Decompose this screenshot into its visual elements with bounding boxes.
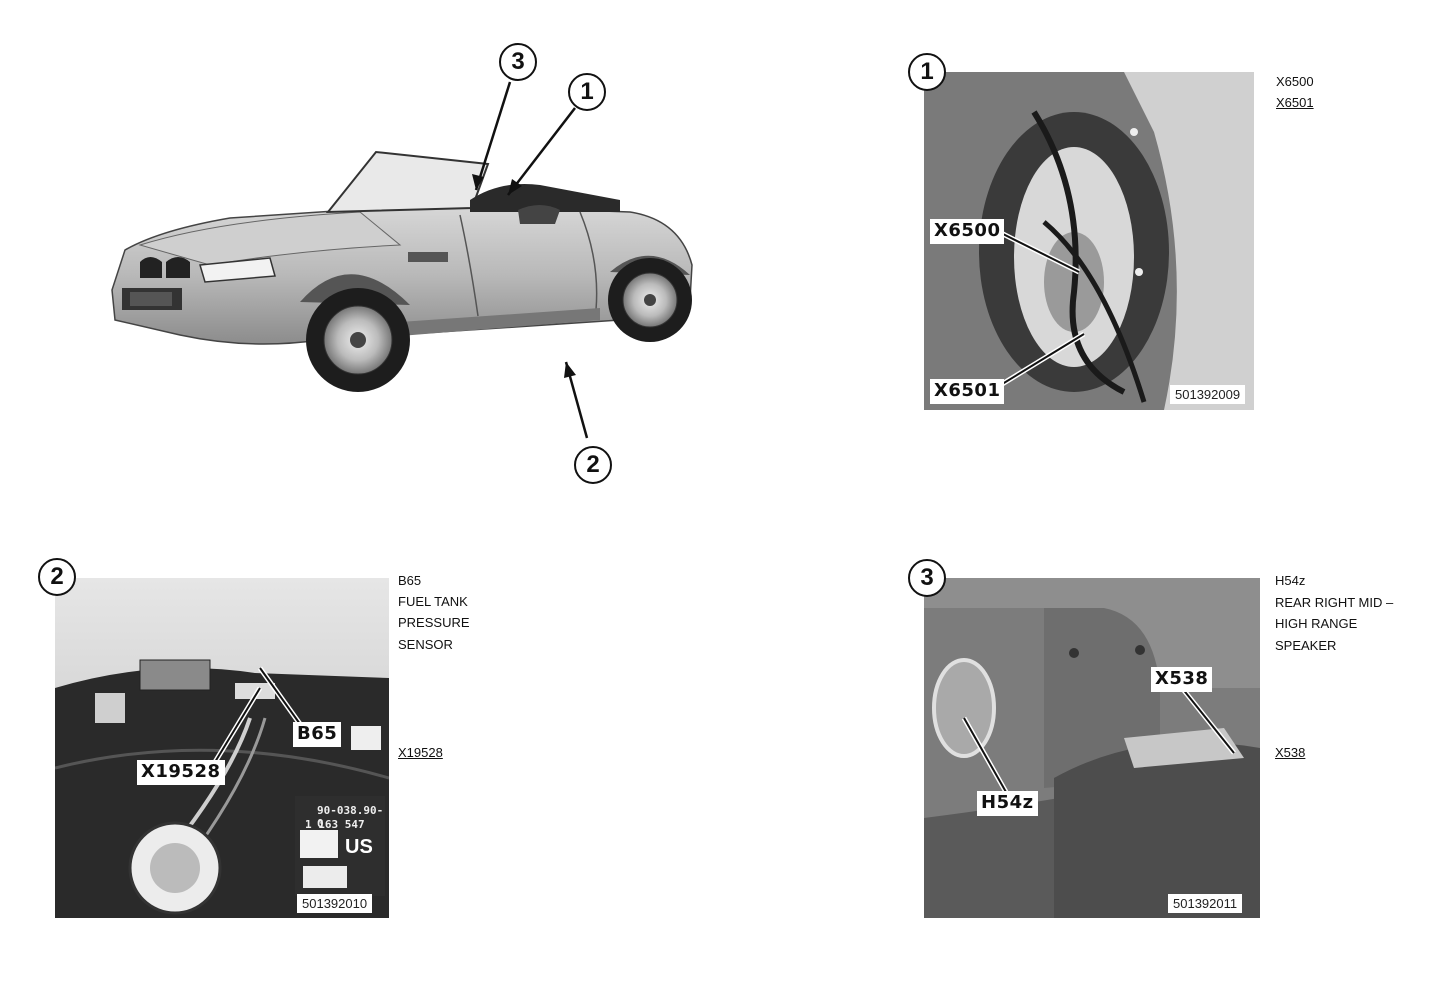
side-desc-rear-right: REAR RIGHT MID – bbox=[1275, 595, 1394, 610]
photo-panel-3 bbox=[924, 578, 1260, 918]
tag-h54z: H54z bbox=[977, 791, 1038, 816]
car-overview bbox=[100, 40, 720, 490]
callout-3-panel: 3 bbox=[908, 559, 946, 597]
tag-x19528: X19528 bbox=[137, 760, 225, 785]
tag-x6501: X6501 bbox=[930, 379, 1005, 404]
figure-number-2: 501392010 bbox=[297, 894, 373, 913]
side-desc-h54z: H54z bbox=[1275, 573, 1306, 588]
side-label-x6501: X6501 bbox=[1276, 95, 1314, 110]
tag-x538: X538 bbox=[1151, 667, 1213, 692]
side-ref-x538: X538 bbox=[1275, 745, 1306, 760]
sticker-us: US bbox=[345, 836, 373, 858]
side-desc-b65: B65 bbox=[398, 573, 422, 588]
callout-1-panel: 1 bbox=[908, 53, 946, 91]
side-ref-x19528: X19528 bbox=[398, 745, 443, 760]
sticker-line-2: 1 163 547 bbox=[305, 818, 365, 831]
side-desc-speaker: SPEAKER bbox=[1275, 638, 1337, 653]
photo-panel-2: 90-038.90-0 1 163 547 US bbox=[55, 578, 389, 918]
figure-number-3: 501392011 bbox=[1168, 894, 1243, 913]
side-desc-high-range: HIGH RANGE bbox=[1275, 616, 1358, 631]
side-desc-sensor: SENSOR bbox=[398, 637, 453, 652]
callout-2-overview: 2 bbox=[574, 446, 612, 484]
figure-number-1: 501392009 bbox=[1170, 385, 1246, 404]
side-desc-pressure: PRESSURE bbox=[398, 615, 470, 630]
callout-3-overview: 3 bbox=[499, 43, 537, 81]
side-label-x6500: X6500 bbox=[1276, 74, 1314, 89]
callout-1-overview: 1 bbox=[568, 73, 606, 111]
side-desc-fuel-tank: FUEL TANK bbox=[398, 594, 468, 609]
sticker-line-1: 90-038.90-0 bbox=[317, 804, 384, 830]
tag-b65: B65 bbox=[293, 722, 342, 747]
callout-2-panel: 2 bbox=[38, 558, 76, 596]
car-illustration bbox=[111, 81, 693, 439]
tag-x6500: X6500 bbox=[930, 219, 1005, 244]
